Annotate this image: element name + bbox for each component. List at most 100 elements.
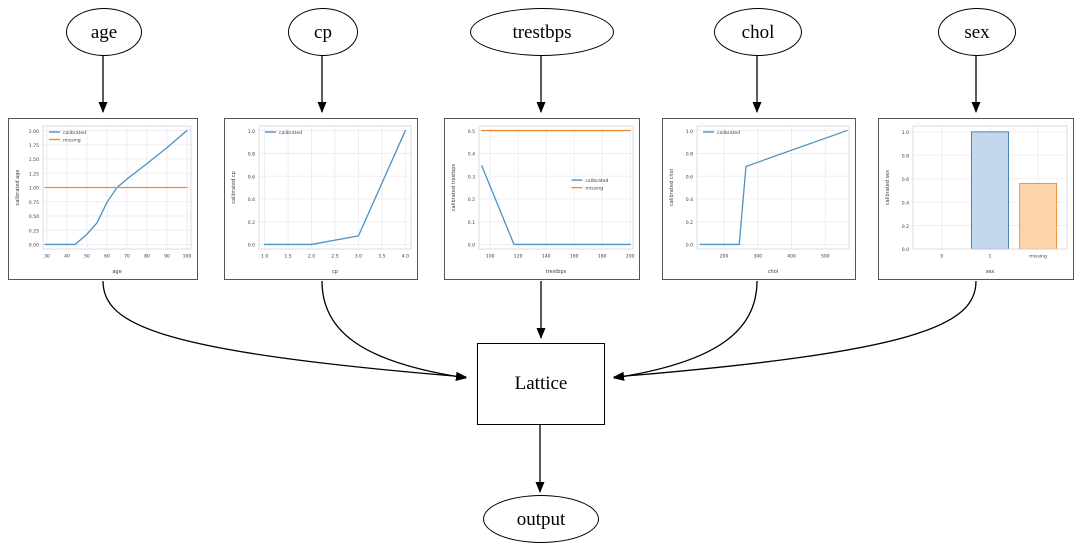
y-tick-label: 0.4 — [248, 197, 255, 203]
x-tick-label: 200 — [626, 254, 635, 260]
y-tick-label: 1.75 — [29, 143, 39, 149]
input-node-trestbps-label: trestbps — [512, 21, 572, 43]
x-tick-label: 300 — [753, 254, 762, 260]
x-axis-label: trestbps — [546, 269, 567, 275]
legend-label-missing: missing — [585, 186, 603, 192]
x-tick-label: 500 — [821, 254, 830, 260]
y-tick-label: 0.8 — [686, 152, 693, 158]
edge-sex-chart-to-lattice — [613, 280, 977, 381]
legend: calibrated missing — [571, 178, 609, 192]
x-tick-label: 1 — [989, 254, 992, 260]
x-tick-label: 1.0 — [261, 254, 268, 260]
x-axis-label: sex — [986, 269, 995, 275]
input-node-trestbps[interactable]: trestbps — [470, 8, 614, 56]
x-tick-label: 70 — [124, 254, 130, 260]
y-tick-label: 0.2 — [902, 224, 909, 230]
y-tick-label: 0.0 — [902, 247, 909, 253]
y-axis-label: calibrated cp — [231, 171, 237, 204]
y-tick-label: 1.0 — [686, 129, 693, 135]
legend-label-calibrated: calibrated — [585, 178, 608, 184]
x-axis-label: age — [112, 269, 121, 275]
input-node-cp[interactable]: cp — [288, 8, 358, 56]
legend-label-calibrated: calibrated — [63, 130, 86, 136]
y-tick-label: 0.4 — [902, 200, 909, 206]
y-tick-label: 0.8 — [902, 153, 909, 159]
x-tick-label: 1.5 — [284, 254, 291, 260]
y-tick-label: 0.4 — [468, 152, 475, 158]
x-tick-label: 100 — [183, 254, 192, 260]
x-tick-label: 60 — [104, 254, 110, 260]
y-tick-label: 1.25 — [29, 171, 39, 177]
x-tick-label: 200 — [720, 254, 729, 260]
input-node-cp-label: cp — [314, 21, 332, 43]
y-tick-label: 0.2 — [686, 220, 693, 226]
x-tick-label: 160 — [570, 254, 579, 260]
y-tick-label: 1.0 — [248, 129, 255, 135]
x-tick-label: 3.0 — [355, 254, 362, 260]
edge-chol-chart-to-lattice — [613, 280, 758, 381]
y-tick-label: 0.0 — [686, 243, 693, 249]
x-tick-label: missing — [1029, 254, 1047, 260]
x-tick-label: 0 — [940, 254, 943, 260]
legend-label-missing: missing — [63, 137, 81, 143]
y-tick-label: 0.6 — [686, 174, 693, 180]
y-axis-label: calibrated trestbps — [451, 164, 457, 212]
input-node-chol-label: chol — [741, 21, 775, 43]
y-tick-label: 1.00 — [29, 186, 39, 192]
y-tick-label: 0.6 — [902, 177, 909, 183]
y-tick-label: 2.00 — [29, 129, 39, 135]
y-tick-label: 0.0 — [468, 243, 475, 249]
x-tick-label: 40 — [64, 254, 70, 260]
x-tick-label: 140 — [542, 254, 551, 260]
x-tick-label: 2.0 — [308, 254, 315, 260]
x-tick-label: 30 — [44, 254, 50, 260]
y-tick-label: 0.2 — [248, 220, 255, 226]
input-node-chol[interactable]: chol — [714, 8, 802, 56]
x-tick-label: 180 — [598, 254, 607, 260]
y-tick-label: 0.5 — [468, 129, 475, 135]
edge-age-chart-to-lattice — [102, 280, 467, 381]
x-tick-label: 100 — [486, 254, 495, 260]
x-tick-label: 2.5 — [331, 254, 338, 260]
y-tick-label: 0.4 — [686, 197, 693, 203]
output-node[interactable]: output — [483, 495, 599, 543]
x-tick-label: 80 — [144, 254, 150, 260]
y-tick-label: 0.3 — [468, 174, 475, 180]
x-tick-label: 400 — [787, 254, 796, 260]
y-axis-label: calibrated age — [15, 170, 21, 206]
x-tick-label: 90 — [164, 254, 170, 260]
input-node-sex[interactable]: sex — [938, 8, 1016, 56]
lattice-node[interactable]: Lattice — [477, 343, 605, 425]
y-axis-label: calibrated sex — [885, 170, 891, 205]
x-tick-label: 3.5 — [378, 254, 385, 260]
y-tick-label: 1.50 — [29, 157, 39, 163]
series-line-calibrated — [699, 129, 848, 246]
input-node-age[interactable]: age — [66, 8, 142, 56]
x-tick-label: 120 — [514, 254, 523, 260]
y-tick-label: 0.25 — [29, 228, 39, 234]
x-axis-label: cp — [332, 269, 338, 275]
y-tick-label: 0.0 — [248, 243, 255, 249]
y-tick-label: 0.00 — [29, 243, 39, 249]
edge-cp-chart-to-lattice — [321, 280, 467, 381]
y-tick-label: 0.50 — [29, 214, 39, 220]
series-line-calibrated — [44, 129, 188, 246]
x-tick-label: 50 — [84, 254, 90, 260]
legend: calibrated — [703, 130, 740, 136]
bar-missing — [1019, 182, 1058, 250]
